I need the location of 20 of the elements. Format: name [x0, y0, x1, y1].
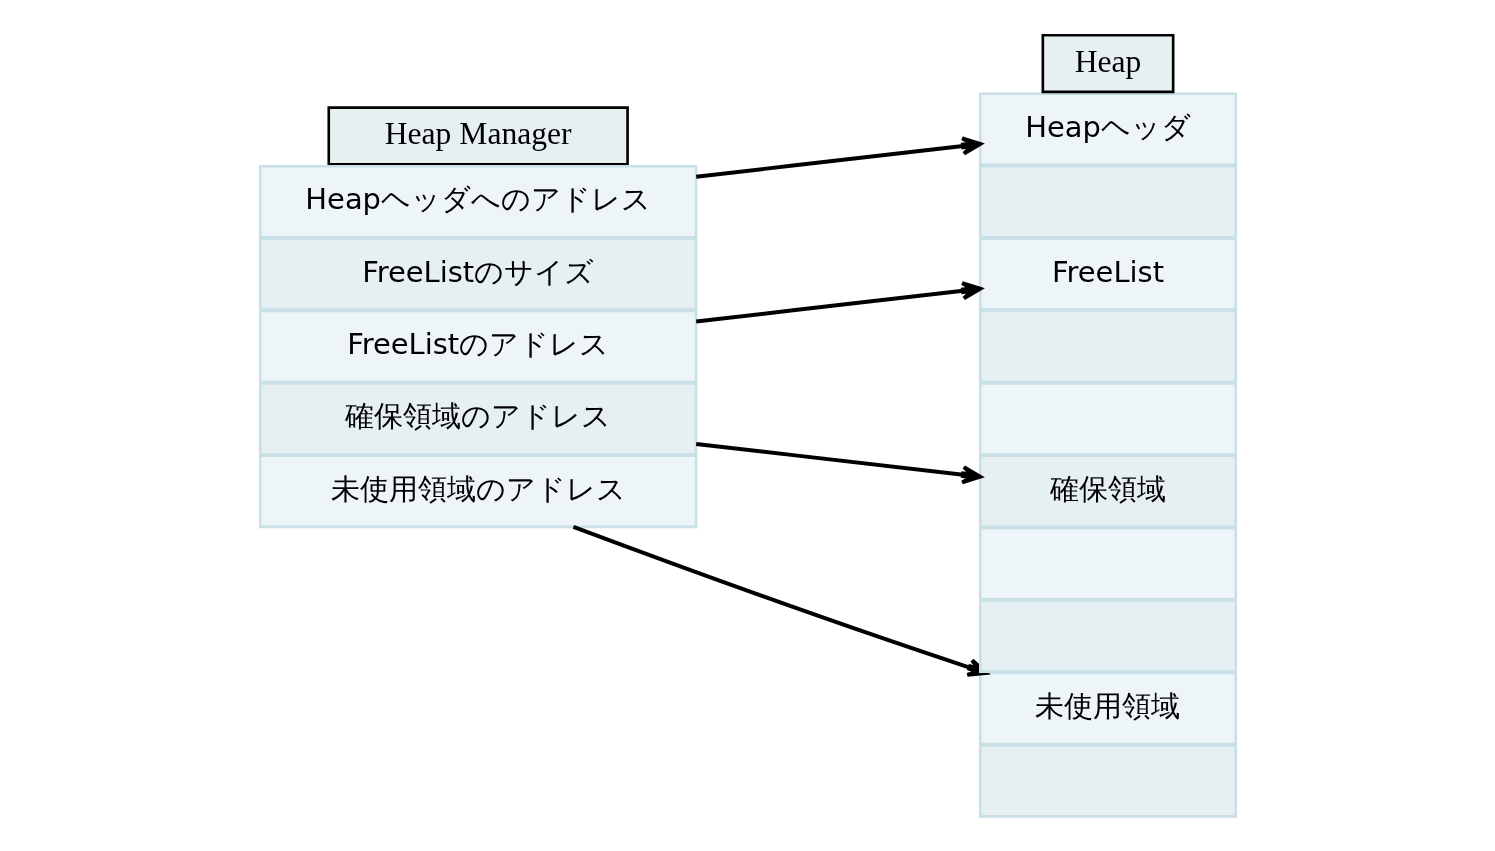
node-box [978, 526, 1237, 601]
node-box: FreeList [978, 237, 1237, 311]
node-box: 確保領域のアドレス [258, 382, 697, 456]
node-box [978, 382, 1237, 456]
node-box: FreeListのアドレス [258, 309, 697, 384]
node-box: Heap [1041, 33, 1174, 94]
node-box: Heapヘッダへのアドレス [258, 164, 697, 239]
arrow [695, 281, 982, 324]
node-box: Heapヘッダ [978, 92, 1237, 167]
arrow [695, 441, 982, 485]
node-box [978, 309, 1237, 384]
node-box: 未使用領域のアドレス [258, 454, 697, 529]
node-box [978, 164, 1237, 239]
node-box: FreeListのサイズ [258, 237, 697, 311]
node-box: 確保領域 [978, 454, 1237, 529]
node-box [978, 744, 1237, 818]
node-box: 未使用領域 [978, 671, 1237, 746]
node-box [978, 599, 1237, 673]
node-box: Heap Manager [326, 106, 629, 166]
arrow [695, 136, 982, 179]
